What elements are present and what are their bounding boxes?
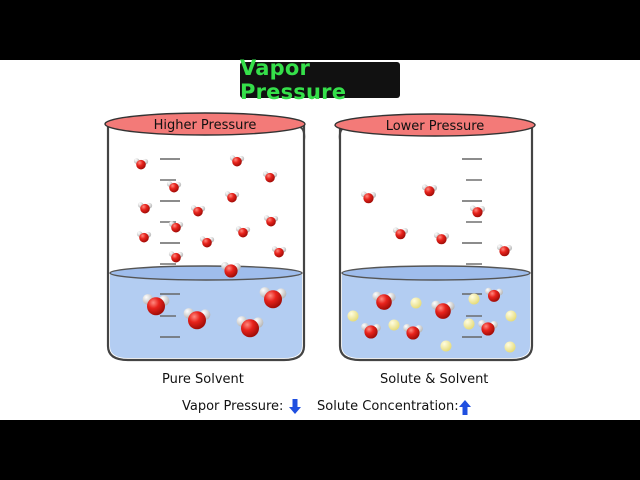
solute-particle bbox=[505, 310, 517, 322]
beaker-right-vapor-molecules bbox=[360, 184, 513, 257]
vapor-pressure-label: Vapor Pressure: bbox=[182, 399, 284, 414]
water-molecule bbox=[271, 246, 287, 258]
beaker-right-glass bbox=[338, 126, 534, 362]
beaker-left-lid bbox=[104, 112, 306, 136]
beaker-right-liquid-surface bbox=[341, 265, 531, 281]
arrow-down-icon bbox=[289, 399, 301, 414]
solute-particle bbox=[468, 293, 480, 305]
beaker-right-lid bbox=[334, 113, 536, 137]
water-molecule bbox=[235, 226, 251, 238]
beaker-left: Higher Pressure bbox=[104, 112, 306, 362]
water-molecule bbox=[168, 221, 184, 233]
beaker-left-lid-label: Higher Pressure bbox=[154, 118, 257, 133]
arrow-up-icon bbox=[459, 400, 471, 415]
water-molecule bbox=[136, 231, 152, 243]
beaker-right-caption: Solute & Solvent bbox=[380, 372, 489, 387]
beaker-right: Lower Pressure bbox=[334, 113, 536, 362]
beakers-illustration: Higher Pressure bbox=[104, 112, 536, 362]
water-molecule bbox=[263, 215, 279, 227]
solute-particle bbox=[504, 341, 516, 353]
beaker-left-liquid-surface bbox=[109, 265, 303, 281]
beaker-left-glass bbox=[106, 125, 306, 362]
beaker-left-graduations bbox=[160, 158, 180, 338]
solute-particle bbox=[347, 310, 359, 322]
solute-particle bbox=[463, 318, 475, 330]
water-molecule bbox=[229, 155, 245, 167]
page-title-text: Vapor Pressure bbox=[240, 56, 347, 104]
water-molecule bbox=[496, 244, 513, 257]
solute-particle bbox=[410, 297, 422, 309]
solute-concentration-label: Solute Concentration: bbox=[317, 399, 459, 414]
water-molecule bbox=[137, 202, 153, 214]
water-molecule bbox=[433, 232, 450, 245]
water-molecule bbox=[190, 205, 206, 217]
solute-particle bbox=[388, 319, 400, 331]
water-molecule bbox=[133, 158, 149, 170]
solute-particle bbox=[440, 340, 452, 352]
water-molecule bbox=[469, 205, 486, 218]
water-molecule bbox=[224, 191, 240, 203]
water-molecule bbox=[360, 191, 377, 204]
beaker-right-solute-particles bbox=[347, 293, 517, 353]
beaker-right-lid-label: Lower Pressure bbox=[386, 119, 485, 134]
water-molecule bbox=[199, 236, 215, 248]
beaker-left-vapor-molecules bbox=[133, 155, 287, 278]
water-molecule bbox=[392, 227, 409, 240]
water-molecule bbox=[421, 184, 438, 197]
beaker-left-caption: Pure Solvent bbox=[162, 372, 244, 387]
diagram-canvas: Higher Pressure bbox=[0, 56, 640, 420]
water-molecule bbox=[262, 171, 278, 183]
page-title: Vapor Pressure bbox=[240, 56, 400, 104]
water-molecule bbox=[166, 181, 182, 193]
water-molecule bbox=[168, 251, 184, 263]
